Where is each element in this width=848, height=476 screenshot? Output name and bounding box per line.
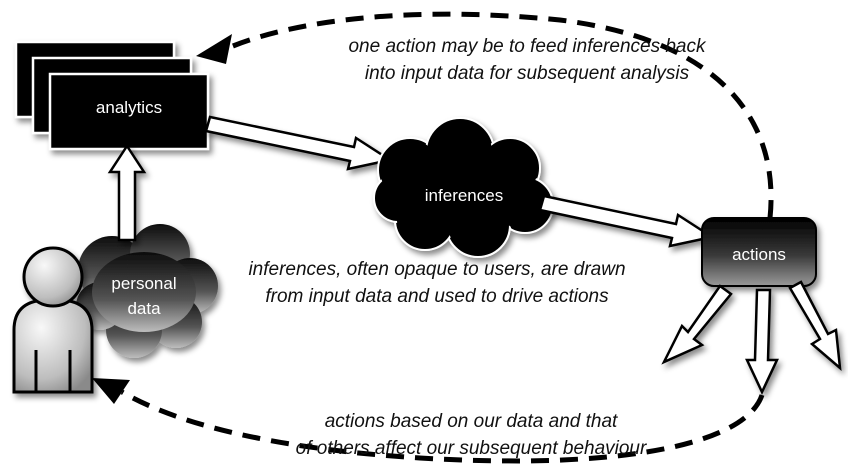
actions-output-arrows	[661, 280, 842, 395]
feedback-caption-line1: one action may be to feed inferences bac…	[348, 36, 707, 57]
inferences-label: inferences	[425, 186, 503, 205]
user-person-icon	[12, 246, 94, 394]
behaviour-caption-line1: actions based on our data and that	[325, 411, 618, 432]
behaviour-dashed-arrow	[92, 378, 765, 464]
inference-caption-line1: inferences, often opaque to users, are d…	[248, 259, 625, 280]
behaviour-caption-line2: of others affect our subsequent behaviou…	[296, 438, 647, 459]
actions-label: actions	[732, 245, 786, 264]
inference-caption-line2: from input data and used to drive action…	[265, 286, 609, 307]
inferences-cloud	[373, 117, 554, 258]
analytics-to-inferences-arrow	[204, 115, 394, 171]
actions-box	[701, 217, 817, 287]
inferences-to-actions-arrow	[538, 194, 716, 248]
analytics-label: analytics	[96, 98, 162, 117]
feedback-dashed-arrow	[196, 11, 774, 219]
personal-data-label-line2: data	[127, 299, 161, 318]
personal-data-to-analytics-arrow	[107, 143, 147, 242]
personal-data-cloud	[76, 224, 218, 358]
analytics-box-stack	[14, 40, 210, 151]
feedback-caption-line2: into input data for subsequent analysis	[365, 63, 690, 84]
personal-data-label-line1: personal	[111, 274, 176, 293]
